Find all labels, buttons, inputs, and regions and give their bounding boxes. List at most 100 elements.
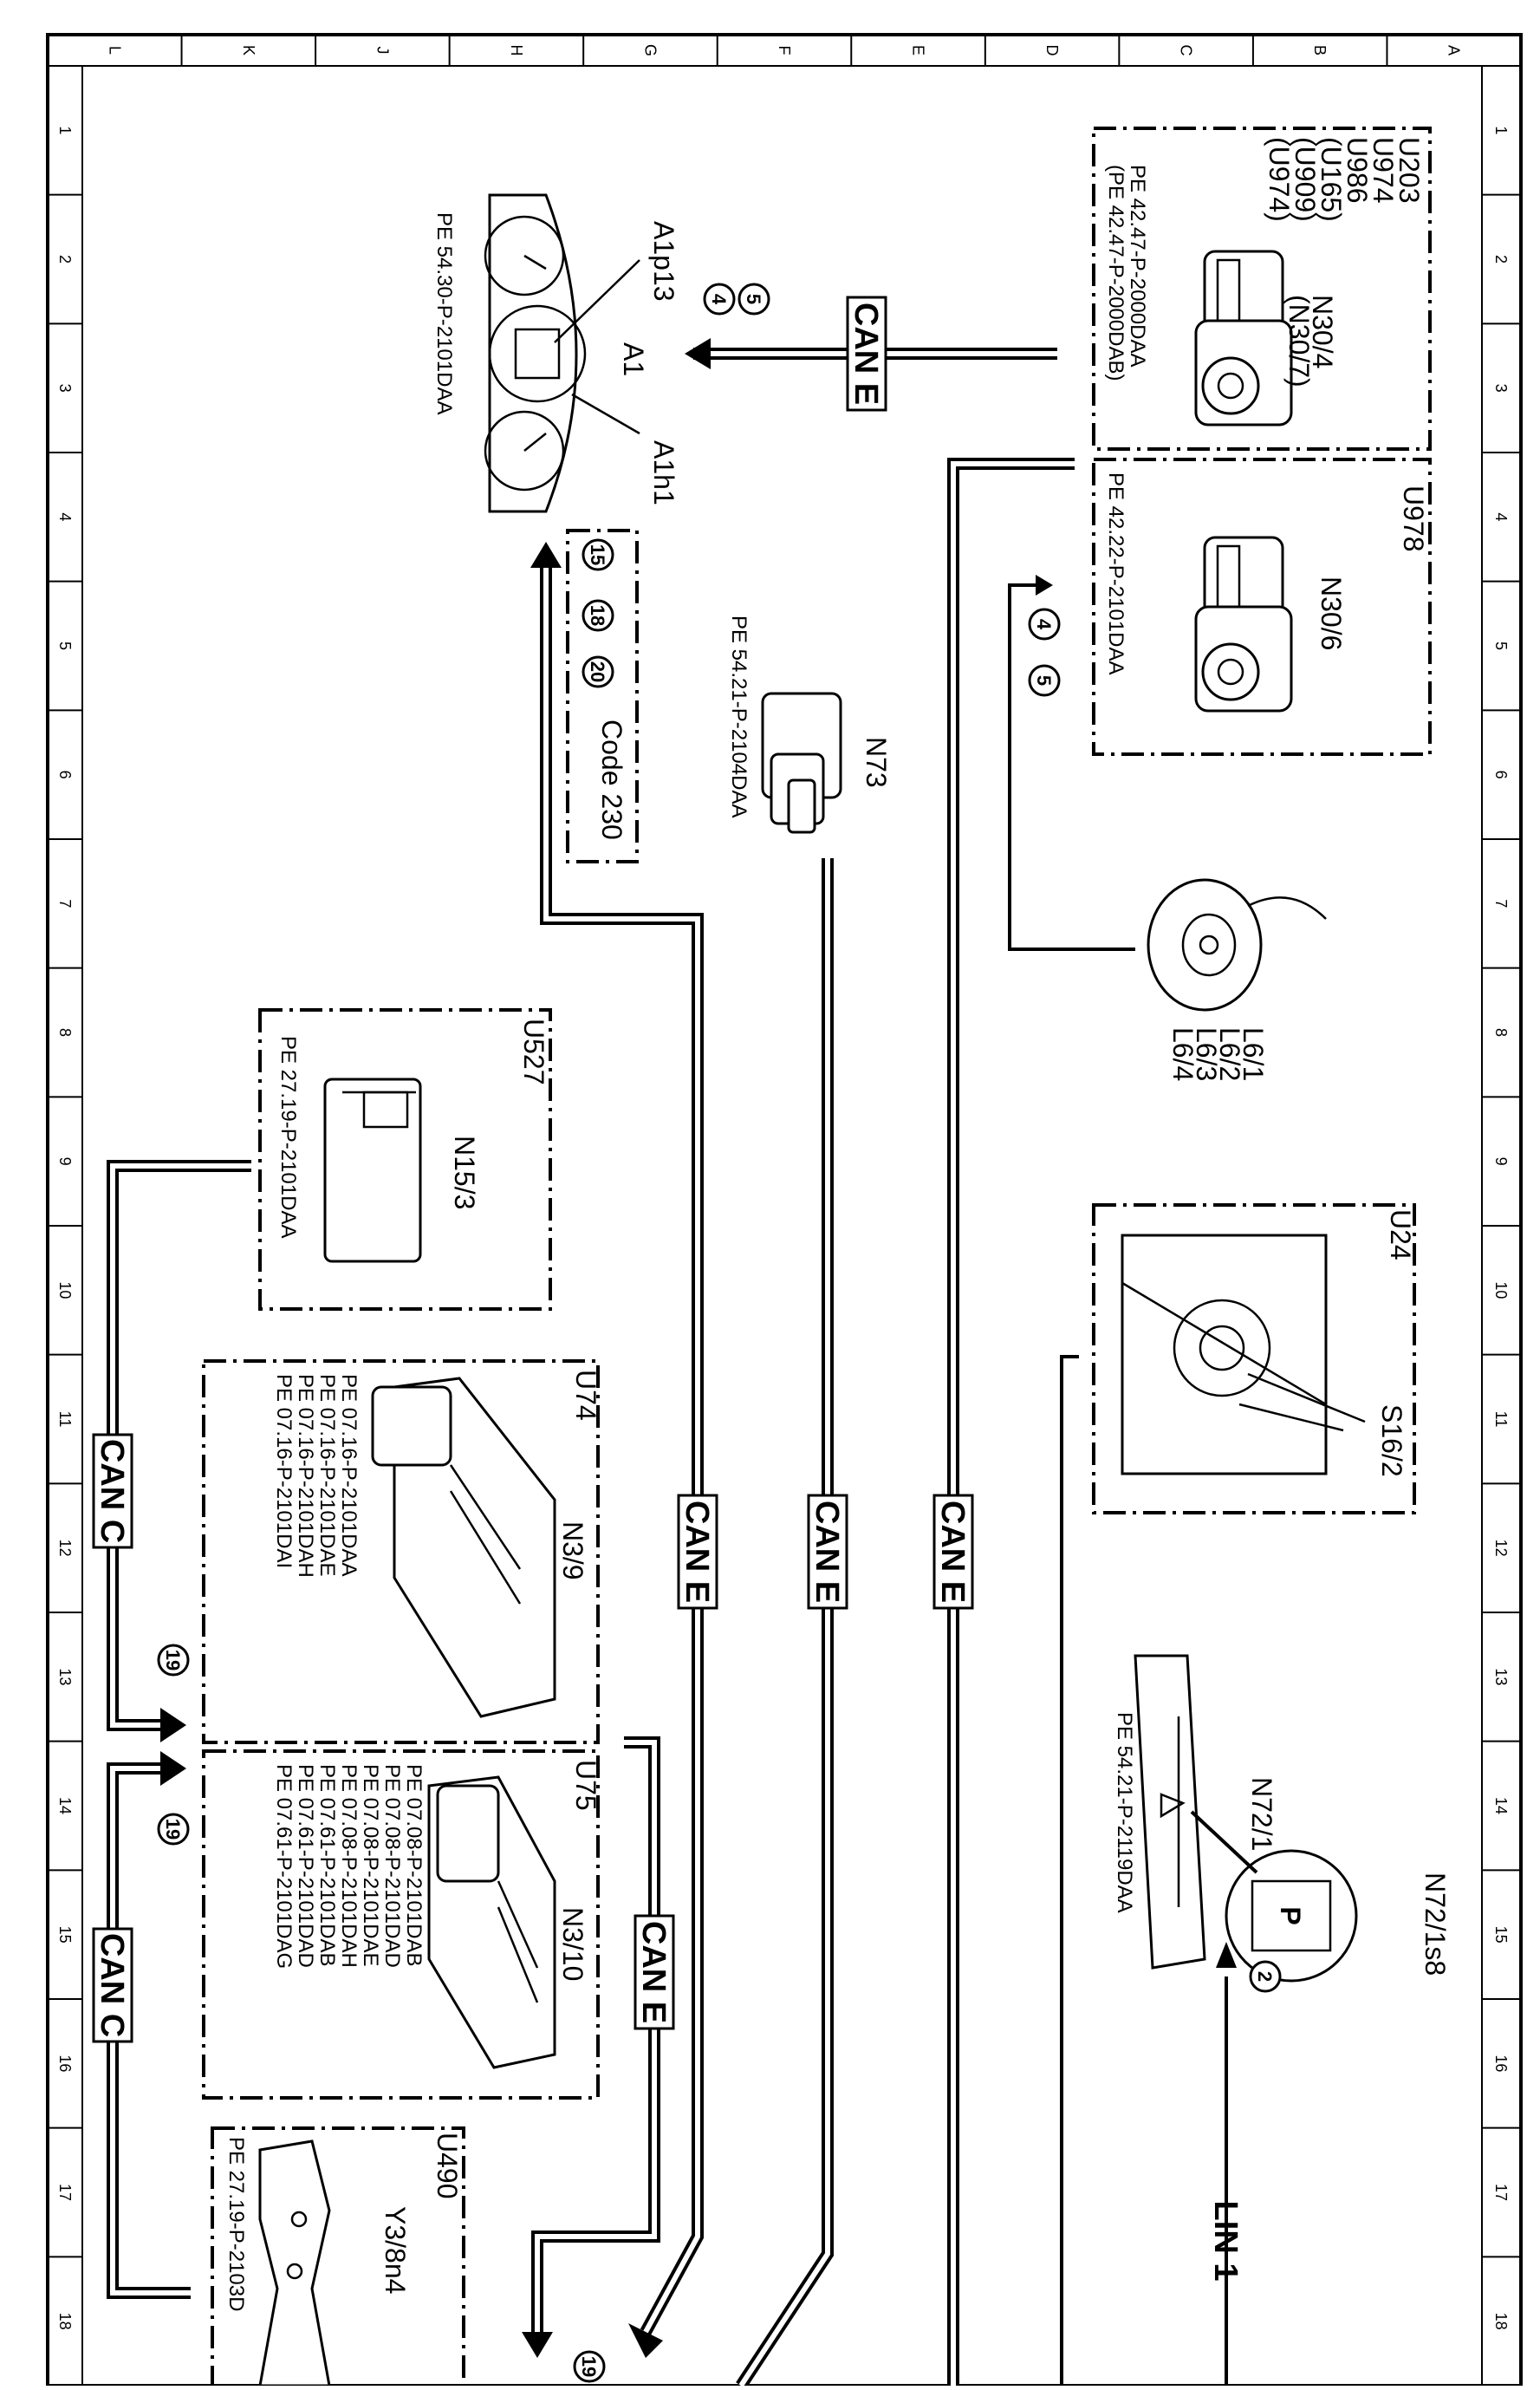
u203-variant-4: (U165): [1316, 137, 1347, 222]
wheel-label-3: L6/3: [1191, 1027, 1222, 1081]
grid-number-11-L: 11: [56, 1411, 74, 1428]
u74-ref-2: PE 07.16-P-2101DAE: [315, 1374, 339, 1576]
svg-text:5: 5: [1033, 675, 1055, 686]
svg-text:18: 18: [587, 605, 608, 626]
grid-number-16-R: 16: [1492, 2055, 1510, 2072]
code230-label: Code 230: [596, 720, 627, 840]
lin-1-label: LIN 1: [1207, 2201, 1244, 2282]
n72-ref: PE 54.21-P-2119DAA: [1113, 1712, 1136, 1913]
component-labels: U203 U974 U986 (U165) (U909) (U974) N30/…: [224, 137, 1451, 2311]
grid-letter-l: L: [106, 46, 123, 55]
callout-20: 20: [582, 655, 614, 688]
u203-ref-1: PE 42.47-P-2000DAA: [1126, 165, 1149, 367]
grid-number-6-R: 6: [1492, 771, 1510, 779]
grid-number-14-R: 14: [1492, 1797, 1510, 1814]
ignition-switch-photo: [1121, 1234, 1344, 1475]
a1-ref: PE 54.30-P-2101DAA: [432, 212, 456, 414]
grid-number-3-L: 3: [56, 384, 74, 393]
grid-number-3-R: 3: [1492, 384, 1510, 393]
grid-letter-d: D: [1043, 45, 1061, 56]
bus-labels: CAN E CAN E CAN E CAN E CAN E CAN C CAN …: [92, 296, 1244, 2282]
svg-text:5: 5: [743, 294, 764, 304]
grid-letter-e: E: [910, 45, 927, 55]
overhead-control-panel-drawing: P: [1134, 1654, 1358, 1983]
n72-switch: N72/1s8: [1420, 1872, 1451, 1976]
grid-letter-a: A: [1446, 45, 1463, 55]
u978-component: N30/6: [1316, 576, 1347, 650]
grid-number-8-R: 8: [1492, 1028, 1510, 1037]
grid-letter-f: F: [776, 46, 793, 55]
u203-variant-6: (U974): [1264, 137, 1295, 222]
u203-variant-1: U203: [1394, 137, 1425, 204]
grid-letter-k: K: [240, 45, 257, 55]
u203-variant-3: U986: [1342, 137, 1373, 204]
u203-ref-2: (PE 42.47-P-2000DAB): [1104, 165, 1127, 381]
grid-number-17-L: 17: [56, 2184, 74, 2201]
can-e-label-4: CAN E: [635, 1921, 672, 2023]
grid-letter-j: J: [374, 47, 391, 55]
a1h1-label: A1h1: [648, 440, 679, 505]
svg-text:19: 19: [162, 1819, 184, 1840]
engine-control-unit-2-drawing: [427, 1775, 556, 2069]
ignition-lock-drawing: [761, 692, 842, 834]
u203-variant-2: U974: [1368, 137, 1399, 204]
grid-number-18-L: 18: [56, 2313, 74, 2330]
u24-component: S16/2: [1376, 1404, 1407, 1477]
u75-ref-1: PE 07.08-P-2101DAB: [402, 1764, 426, 1966]
wheel-label-4: L6/4: [1167, 1027, 1199, 1081]
grid-number-2-R: 2: [1492, 255, 1510, 264]
callout-numbers: 5 4 15 18 20 4 5 19 19 19 2: [157, 283, 1282, 2383]
grid-number-4-R: 4: [1492, 512, 1510, 521]
callout-19-u74: 19: [157, 1644, 190, 1677]
callout-4-a1: 4: [703, 283, 736, 316]
grid-number-1-L: 1: [56, 126, 74, 134]
n72-component: N72/1: [1246, 1777, 1277, 1851]
u74-ref-4: PE 07.16-P-2101DAI: [272, 1374, 296, 1568]
grid-letter-g: G: [641, 44, 659, 56]
grid-number-10-R: 10: [1492, 1281, 1510, 1299]
grid-number-18-R: 18: [1492, 2313, 1510, 2330]
can-e-label-2: CAN E: [809, 1501, 845, 1603]
grid-number-13-R: 13: [1492, 1668, 1510, 1685]
u490-component: Y3/8n4: [380, 2206, 411, 2294]
grid-number-14-L: 14: [56, 1797, 74, 1814]
grid-number-10-L: 10: [56, 1281, 74, 1299]
u75-ref-7: PE 07.61-P-2101DAG: [272, 1764, 296, 1969]
u75-component: N3/10: [557, 1907, 588, 1981]
u490-variant: U490: [432, 2133, 463, 2199]
callout-2-lin: 2: [1249, 1960, 1282, 1993]
grid-number-13-L: 13: [56, 1668, 74, 1685]
grid-number-15-R: 15: [1492, 1926, 1510, 1944]
grid-number-5-L: 5: [56, 641, 74, 650]
u75-ref-2: PE 07.08-P-2101DAD: [380, 1764, 404, 1968]
grid-number-12-L: 12: [56, 1540, 74, 1557]
u74-variant: U74: [570, 1370, 601, 1421]
n73-component: N73: [861, 737, 892, 788]
u490-ref: PE 27.19-P-2103D: [224, 2137, 248, 2311]
grid-number-1-R: 1: [1492, 126, 1510, 134]
svg-text:19: 19: [578, 2356, 600, 2377]
module-boxes: [202, 127, 1432, 2387]
callout-5-a1: 5: [738, 283, 770, 316]
grid-number-12-R: 12: [1492, 1540, 1510, 1557]
can-e-label-3: CAN E: [679, 1501, 715, 1603]
a1p13-label: A1p13: [648, 221, 679, 302]
callout-15: 15: [582, 538, 614, 571]
instrument-cluster-drawing: [484, 193, 587, 513]
valve-body-drawing: [258, 2139, 331, 2387]
u74-component: N3/9: [557, 1521, 588, 1580]
n73-ref: PE 54.21-P-2104DAA: [727, 615, 751, 817]
u75-variant: U75: [570, 1760, 601, 1811]
u527-variant: U527: [518, 1019, 549, 1085]
drawing-frame: [46, 33, 1523, 2387]
u75-ref-6: PE 07.61-P-2101DAD: [294, 1764, 317, 1968]
callout-19-u75: 19: [157, 1813, 190, 1846]
grid-number-4-L: 4: [56, 512, 74, 521]
park-button-symbol: P: [1275, 1906, 1306, 1924]
grid-number-17-R: 17: [1492, 2184, 1510, 2201]
callout-18: 18: [582, 599, 614, 632]
wheel-label-2: L6/2: [1214, 1027, 1245, 1081]
u203-component: N30/4: [1307, 295, 1338, 368]
